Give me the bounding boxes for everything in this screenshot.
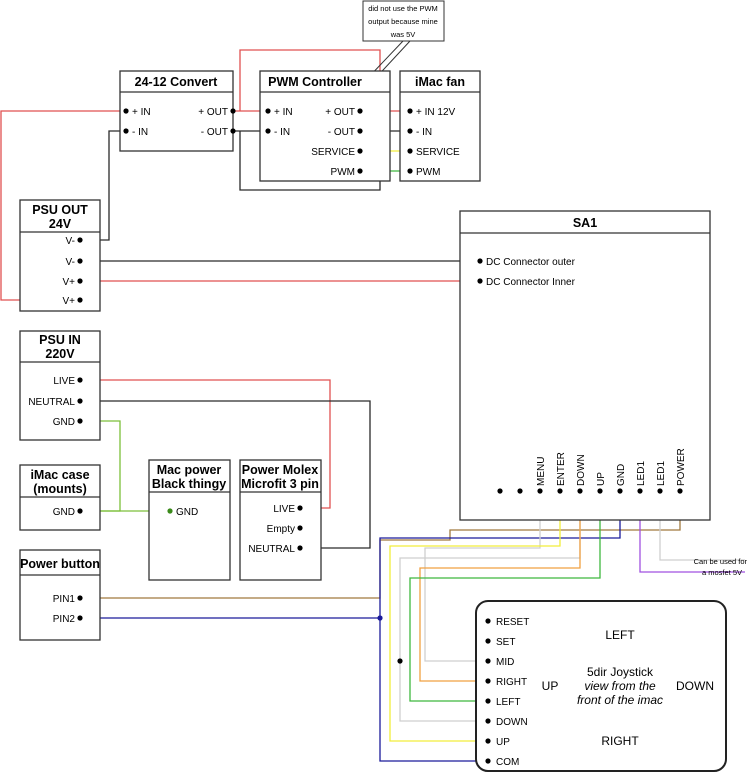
joy-desc-2: view from the [584, 679, 656, 693]
pwm-note: did not use the PWM output because mine … [362, 0, 445, 83]
macpower-title-2: Black thingy [152, 477, 226, 491]
block-joystick: RESET SET MID RIGHT LEFT DOWN UP COM LEF… [475, 600, 727, 772]
pwm-pin-minus-out: - OUT [328, 127, 355, 138]
wire-up [409, 486, 601, 702]
joy-pin-set: SET [496, 637, 515, 648]
joy-pin-reset: RESET [496, 617, 529, 628]
joy-pin-up: UP [496, 737, 510, 748]
note-line-1: did not use the PWM [368, 4, 438, 13]
molex-title-2: Microfit 3 pin [241, 477, 319, 491]
joy-dir-left: LEFT [605, 628, 635, 642]
sa1-pin-dc-inner: DC Connector Inner [486, 277, 576, 288]
mosfet-note-1: Can be used for [694, 557, 748, 566]
pwm-pin-pwm: PWM [331, 167, 355, 178]
joy-pin-down: DOWN [496, 717, 528, 728]
joy-dir-up: UP [542, 679, 559, 693]
sa1-pin-menu: MENU [536, 457, 547, 486]
joy-pin-left: LEFT [496, 697, 520, 708]
pwm-pin-plus-in: + IN [274, 107, 293, 118]
sa1-pin-led1-b: LED1 [656, 461, 667, 486]
wire-gnd-sa1 [379, 486, 621, 762]
sa1-pin-led1-a: LED1 [636, 461, 647, 486]
wire-down [419, 486, 581, 682]
convert-pin-minus-in: - IN [132, 127, 148, 138]
sa1-pin-enter: ENTER [556, 452, 567, 486]
psuout-pin-vplus-1: V+ [62, 277, 75, 288]
molex-pin-neutral: NEUTRAL [248, 544, 295, 555]
convert-pin-plus-in: + IN [132, 107, 151, 118]
macpower-title-1: Mac power [157, 463, 222, 477]
block-mac-power: Mac power Black thingy GND [148, 459, 231, 581]
psuout-pin-vplus-2: V+ [62, 296, 75, 307]
note-line-3: was 5V [390, 30, 416, 39]
imacfan-pin-minus-in: - IN [416, 127, 432, 138]
block-convert: 24-12 Convert + IN + OUT - IN - OUT [119, 70, 236, 152]
imaccase-pin-gnd: GND [53, 507, 75, 518]
convert-title: 24-12 Convert [135, 75, 219, 89]
psuin-title-1: PSU IN [39, 333, 81, 347]
mosfet-note: Can be used for a mosfet 5V [694, 557, 748, 577]
imacfan-pin-service: SERVICE [416, 147, 460, 158]
convert-pin-plus-out: + OUT [198, 107, 228, 118]
psuin-title-2: 220V [45, 347, 75, 361]
block-sa1: SA1 DC Connector outer DC Connector Inne… [459, 210, 711, 521]
powerbtn-title: Power button [20, 557, 100, 571]
macpower-pin-gnd: GND [176, 507, 198, 518]
joy-desc-3: front of the imac [577, 693, 663, 707]
wire-enter [389, 486, 561, 742]
joy-pin-mid: MID [496, 657, 514, 668]
block-psu-in: PSU IN 220V LIVE NEUTRAL GND [19, 330, 101, 441]
sa1-pin-power: POWER [676, 448, 687, 486]
imacfan-pin-plus-in: + IN 12V [416, 107, 456, 118]
joy-dir-right: RIGHT [601, 734, 639, 748]
powerbtn-pin-1: PIN1 [53, 594, 76, 605]
sa1-pin-dc-outer: DC Connector outer [486, 257, 576, 268]
block-power-button: Power button PIN1 PIN2 [19, 549, 101, 641]
convert-pin-minus-out: - OUT [201, 127, 228, 138]
imacfan-title: iMac fan [415, 75, 465, 89]
sa1-pin-down: DOWN [576, 454, 587, 486]
psuin-pin-gnd: GND [53, 417, 75, 428]
sa1-title: SA1 [573, 216, 597, 230]
pwm-pin-minus-in: - IN [274, 127, 290, 138]
molex-pin-empty: Empty [267, 524, 295, 535]
block-imac-fan: iMac fan + IN 12V - IN SERVICE PWM [399, 70, 481, 182]
wire-menu [424, 486, 541, 662]
block-imac-case: iMac case (mounts) GND [19, 464, 101, 531]
psuout-pin-vminus-2: V- [66, 257, 75, 268]
joy-dir-down: DOWN [676, 679, 714, 693]
psuin-pin-neutral: NEUTRAL [28, 397, 75, 408]
psuout-title-1: PSU OUT [32, 203, 88, 217]
joy-pin-com: COM [496, 757, 519, 768]
psuin-pin-live: LIVE [53, 376, 75, 387]
powerbtn-pin-2: PIN2 [53, 614, 76, 625]
imaccase-title-2: (mounts) [33, 482, 86, 496]
joy-desc-1: 5dir Joystick [587, 665, 654, 679]
pwm-title: PWM Controller [268, 75, 362, 89]
imaccase-title-1: iMac case [30, 468, 89, 482]
note-line-2: output because mine [368, 17, 438, 26]
psuout-title-2: 24V [49, 217, 72, 231]
wire-neutral [80, 400, 371, 549]
molex-pin-live: LIVE [273, 504, 295, 515]
molex-title-1: Power Molex [242, 463, 318, 477]
imacfan-pin-pwm: PWM [416, 167, 440, 178]
pwm-pin-plus-out: + OUT [325, 107, 355, 118]
joy-pin-right: RIGHT [496, 677, 527, 688]
block-pwm-controller: PWM Controller + IN + OUT - IN - OUT SER… [259, 70, 391, 182]
sa1-pin-up: UP [596, 472, 607, 486]
mosfet-note-2: a mosfet 5V [702, 568, 742, 577]
pwm-pin-service: SERVICE [311, 147, 355, 158]
psuout-pin-vminus-1: V- [66, 236, 75, 247]
block-psu-out: PSU OUT 24V V- V- V+ V+ [19, 199, 101, 312]
block-power-molex: Power Molex Microfit 3 pin LIVE Empty NE… [239, 459, 322, 581]
sa1-pin-gnd: GND [616, 464, 627, 486]
